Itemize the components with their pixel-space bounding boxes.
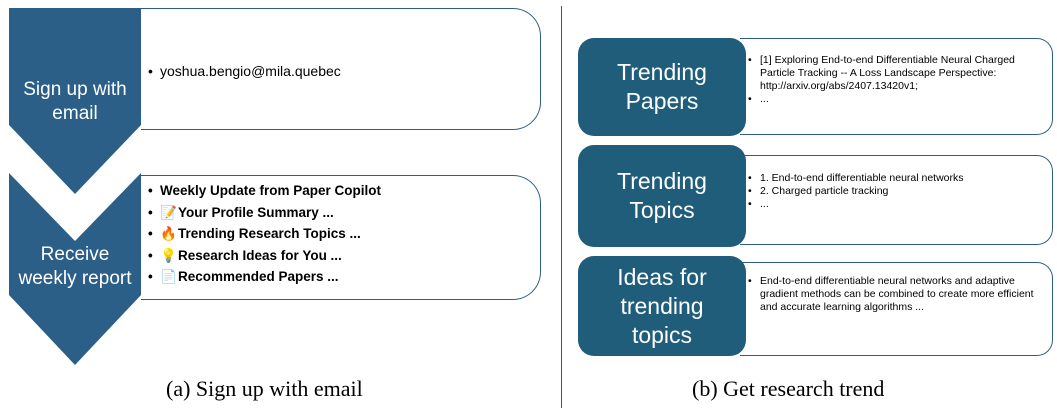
caption-b: (b) Get research trend xyxy=(692,376,885,401)
caption-a: (a) Sign up with email xyxy=(166,376,363,401)
row-title-line: Topics xyxy=(629,197,695,223)
row-title-line: Papers xyxy=(625,88,699,114)
row-title-line: trending xyxy=(620,292,704,319)
report-item-text: Research Ideas for You ... xyxy=(178,247,342,263)
memo-icon: 📝 xyxy=(160,204,177,220)
ideas-card: End-to-end differentiable neural network… xyxy=(740,262,1053,356)
trending-papers-card: [1] Exploring End-to-end Differentiable … xyxy=(740,38,1053,135)
report-item: 📝Your Profile Summary ... xyxy=(148,202,540,224)
report-item: 💡Research Ideas for You ... xyxy=(148,245,540,267)
email-item: yoshua.bengio@mila.quebec xyxy=(148,61,540,82)
signup-chevron xyxy=(9,8,141,194)
report-item-text: Recommended Papers ... xyxy=(178,269,339,284)
report-chevron xyxy=(9,173,141,365)
report-card: Weekly Update from Paper Copilot 📝Your Pr… xyxy=(141,175,541,300)
row-bullet: End-to-end differentiable neural network… xyxy=(748,275,1046,314)
trending-papers-list: [1] Exploring End-to-end Differentiable … xyxy=(740,39,1052,106)
row-bullet: 2. Charged particle tracking xyxy=(748,185,1046,198)
row-bullet: 1. End-to-end differentiable neural netw… xyxy=(748,172,1046,185)
report-item-text: Your Profile Summary ... xyxy=(178,204,334,220)
report-item: 📄Recommended Papers ... xyxy=(148,266,540,288)
row-title-line: topics xyxy=(631,321,693,348)
panel-divider xyxy=(561,6,562,408)
report-list: Weekly Update from Paper Copilot 📝Your Pr… xyxy=(141,176,540,288)
row-title-line: Trending xyxy=(617,59,707,85)
email-card: yoshua.bengio@mila.quebec xyxy=(141,8,541,130)
left-chevrons xyxy=(9,8,141,365)
lightbulb-icon: 💡 xyxy=(160,247,177,263)
trending-topics-list: 1. End-to-end differentiable neural netw… xyxy=(740,156,1052,211)
row-bullet: [1] Exploring End-to-end Differentiable … xyxy=(748,54,1046,93)
row-title-line: Ideas for xyxy=(617,263,707,290)
fire-icon: 🔥 xyxy=(160,226,177,241)
report-item: 🔥Trending Research Topics ... xyxy=(148,223,540,245)
report-item-text: Trending Research Topics ... xyxy=(178,226,361,241)
trending-topics-card: 1. End-to-end differentiable neural netw… xyxy=(740,155,1053,245)
report-label: Receive weekly report xyxy=(18,244,132,289)
page-icon: 📄 xyxy=(160,269,177,284)
row-bullet: ... xyxy=(748,93,1046,106)
report-item: Weekly Update from Paper Copilot xyxy=(148,180,540,202)
row-title-line: Trending xyxy=(617,168,707,194)
row-bullet: ... xyxy=(748,198,1046,211)
ideas-list: End-to-end differentiable neural network… xyxy=(740,263,1052,314)
report-item-text: Weekly Update from Paper Copilot xyxy=(160,183,382,198)
signup-label: Sign up with email xyxy=(23,79,127,124)
